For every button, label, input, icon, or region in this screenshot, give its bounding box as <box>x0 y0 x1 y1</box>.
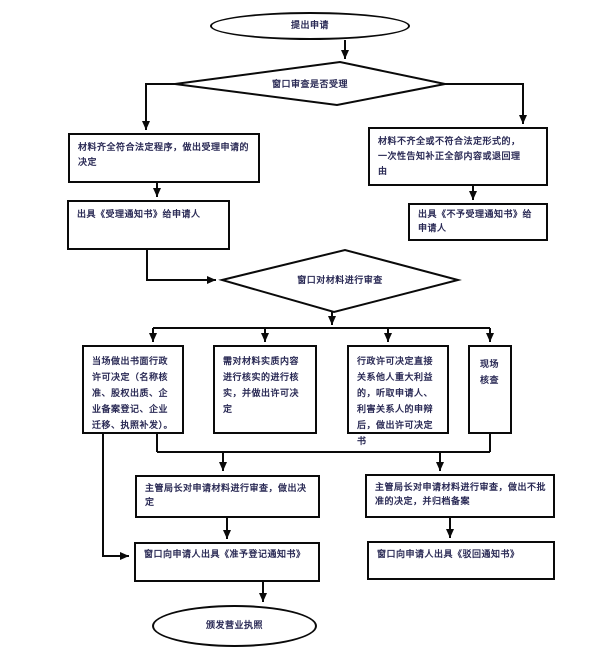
registration-notice-box: 窗口向申请人出具《准予登记通知书》 <box>134 542 320 582</box>
onsite-check-box: 现场核查 <box>468 345 512 434</box>
major-interests-box: 行政许可决定直接关系他人重大利益的，听取申请人、利害关系人的申辩后，做出许可决定… <box>347 345 449 447</box>
verify-contents-box: 需对材料实质内容进行核实的进行核实，并做出许可决定 <box>213 345 317 434</box>
rejection-notice-box: 窗口向申请人出具《驳回通知书》 <box>367 541 555 580</box>
start-ellipse: 提出申请 <box>210 12 410 40</box>
materials-complete-box: 材料齐全符合法定程序，做出受理申请的决定 <box>68 133 260 183</box>
acceptance-notice-box: 出具《受理通知书》给申请人 <box>67 200 230 250</box>
material-review-diamond-shape <box>218 248 462 314</box>
issue-license-ellipse: 颁发营业执照 <box>152 605 317 647</box>
onsite-written-decision-box: 当场做出书面行政许可决定（名称核准、股权出质、企业备案登记、企业迁移、执照补发）… <box>82 345 184 434</box>
issue-license-label: 颁发营业执照 <box>205 620 263 631</box>
director-review-reject-box: 主管局长对申请材料进行审查，做出不批准的决定，并归档备案 <box>365 474 555 518</box>
acceptance-decision-diamond-label: 窗口审查是否受理 <box>271 80 348 90</box>
non-acceptance-notice-box: 出具《不予受理通知书》给申请人 <box>408 203 548 241</box>
director-review-approve-box: 主管局长对申请材料进行审查，做出决定 <box>135 475 320 518</box>
start-label: 提出申请 <box>290 20 329 31</box>
materials-incomplete-box: 材料不齐全或不符合法定形式的，一次性告知补正全部内容或退回理由 <box>368 127 548 186</box>
material-review-diamond-label: 窗口对材料进行审查 <box>297 276 383 286</box>
